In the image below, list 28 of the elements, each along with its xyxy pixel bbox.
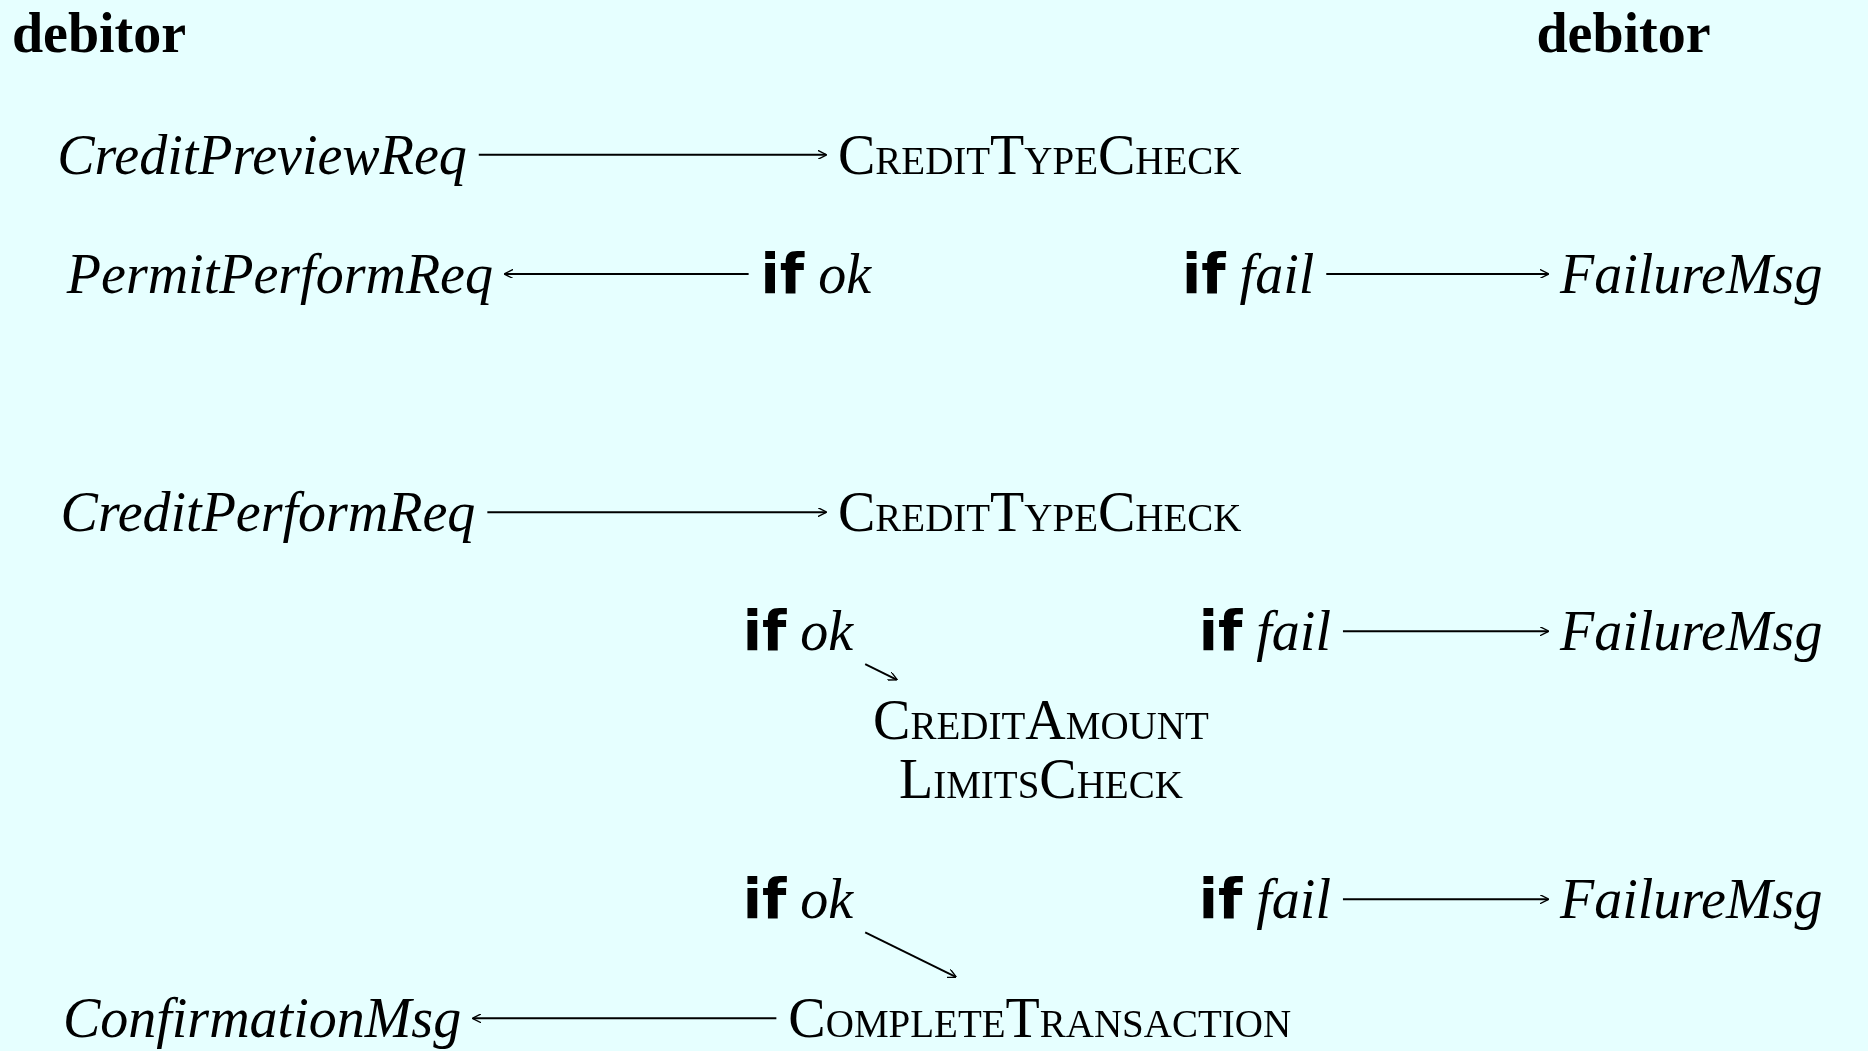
process-text: CompleteTransaction (788, 988, 1292, 1048)
process-text: CreditTypeCheck (837, 125, 1242, 185)
message-text: CreditPreviewReq (57, 125, 467, 185)
arrow (864, 663, 898, 681)
arrow (477, 149, 828, 160)
condition-text: if fail (1182, 244, 1315, 304)
process-text: CreditTypeCheck (837, 482, 1242, 542)
arrow (486, 506, 828, 518)
arrow (1341, 894, 1550, 905)
message-text: ConfirmationMsg (62, 988, 462, 1048)
message-text: PermitPerformReq (66, 244, 493, 304)
arrow (1341, 626, 1550, 637)
arrow (503, 268, 750, 280)
message-text: CreditPerformReq (60, 482, 476, 542)
arrow (1325, 268, 1550, 280)
arrow (864, 931, 958, 979)
condition-text: if ok (760, 244, 872, 304)
condition-text: if ok (742, 869, 854, 929)
condition-text: if fail (1198, 601, 1331, 661)
condition-text: if ok (742, 601, 854, 661)
message-text: FailureMsg (1560, 601, 1823, 661)
message-text: FailureMsg (1560, 869, 1823, 929)
arrow (471, 1013, 778, 1024)
condition-text: if fail (1198, 869, 1331, 929)
message-text: FailureMsg (1560, 244, 1823, 304)
column-heading: debitor (1536, 0, 1711, 65)
column-heading: debitor (11, 0, 187, 65)
process-text: CreditAmount LimitsCheck (755, 691, 1327, 810)
